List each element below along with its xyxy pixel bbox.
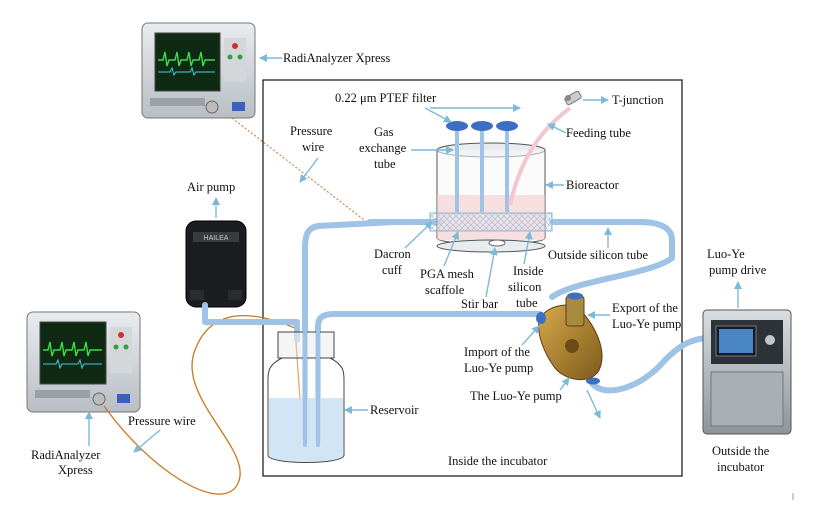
dacron-cuff-label-line1: Dacron (374, 247, 412, 261)
gas-exchange-label-line1: Gas (374, 125, 394, 139)
filter-label: 0.22 μm PTEF filter (335, 91, 437, 105)
inside-silicon-tube-label-line3: tube (516, 296, 538, 310)
pressure-wire-top-label-line2: wire (302, 140, 325, 154)
pga-mesh-label-line1: PGA mesh (420, 267, 475, 281)
filter-arrow-left (424, 107, 452, 123)
import-label-line2: Luo-Ye pump (464, 361, 533, 375)
inside-silicon-tube-arrow (523, 231, 533, 265)
pressure-wire-top-label-line1: Pressure (290, 124, 333, 138)
dacron-cuff-label-line2: cuff (382, 263, 403, 277)
reservoir-label: Reservoir (370, 403, 419, 417)
inside-incubator-label: Inside the incubator (448, 454, 548, 468)
pressure-wire-top-arrow (299, 157, 319, 183)
pressure-wire-bottom-arrow (133, 429, 161, 453)
inside-silicon-tube-label-line2: silicon (508, 280, 542, 294)
gas-exchange-tubes (455, 128, 509, 212)
import-label-line1: Import of the (464, 345, 530, 359)
radianalyzer-bottom-label-line2: Xpress (58, 463, 93, 477)
pga-mesh-label-line2: scaffole (425, 283, 465, 297)
outside-incubator-label-line2: incubator (717, 460, 765, 474)
radianalyzer-top-label: RadiAnalyzer Xpress (283, 51, 390, 65)
outside-incubator-label-line1: Outside the (712, 444, 770, 458)
stir-bar-label: Stir bar (461, 297, 499, 311)
radianalyzer-bottom-label-line1: RadiAnalyzer (31, 448, 101, 462)
luoye-drive-label-line2: pump drive (709, 263, 767, 277)
luoye-pump-drive (702, 309, 792, 435)
stir-bar-arrow (485, 247, 498, 298)
bioreactor-label: Bioreactor (566, 178, 620, 192)
luoye-drive-label-line1: Luo-Ye (707, 247, 745, 261)
air-tube (202, 302, 300, 343)
the-luoye-pump-arrow (559, 377, 570, 391)
gas-exchange-label-line2: exchange (359, 141, 407, 155)
inside-silicon-tube-label-line1: Inside (513, 264, 544, 278)
the-luoye-pump-label: The Luo-Ye pump (470, 389, 562, 403)
tubing-loop (302, 219, 708, 443)
dacron-cuff-arrow (404, 221, 433, 249)
pressure-wire-bottom-label: Pressure wire (128, 414, 196, 428)
gas-exchange-label-line3: tube (374, 157, 396, 171)
export-label-line2: Luo-Ye pump (612, 317, 681, 331)
air-pump-label: Air pump (187, 180, 235, 194)
bioreactor (429, 142, 553, 253)
svg-text:HAILEA: HAILEA (204, 235, 229, 242)
feeding-tube (508, 106, 572, 206)
feeding-tube-label: Feeding tube (566, 126, 631, 140)
t-junction-label: T-junction (612, 93, 664, 107)
feeding-tube-arrow (547, 123, 567, 134)
pga-mesh-arrow (443, 231, 460, 267)
air-pump: HAILEA (185, 220, 247, 308)
incubator-boundary (262, 79, 683, 477)
import-arrow (521, 325, 540, 346)
luoye-pump (536, 292, 603, 385)
t-junction (564, 90, 582, 106)
the-luoye-pump-arrow-2 (586, 389, 601, 419)
pressure-wire-top (231, 117, 373, 227)
radianalyzer-monitor-bottom (26, 311, 141, 413)
pressure-wire-bottom (103, 315, 301, 495)
export-label-line1: Export of the (612, 301, 678, 315)
outside-silicon-tube-label: Outside silicon tube (548, 248, 648, 262)
ptef-filters (446, 121, 518, 131)
radianalyzer-monitor-top (141, 22, 256, 119)
